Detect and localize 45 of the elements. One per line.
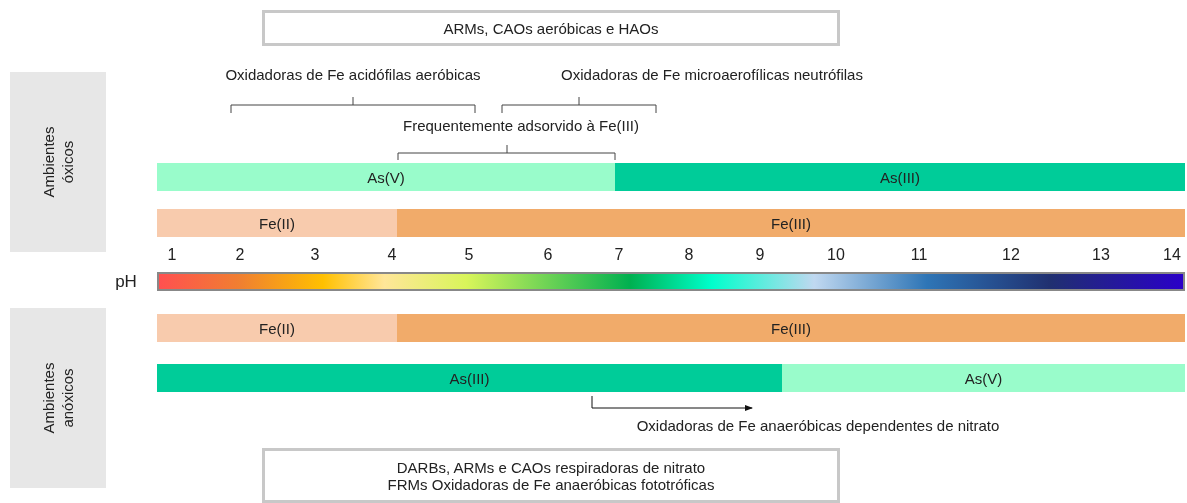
annotation-text: Oxidadoras de Fe anaeróbicas dependentes de nitrato bbox=[636, 417, 1000, 434]
tick-label: 7 bbox=[614, 246, 624, 264]
organism-text: DARBs, ARMs e CAOs respiradoras de nitrato bbox=[396, 458, 706, 476]
tick-label: 14 bbox=[1163, 246, 1181, 264]
species-label: Fe(III) bbox=[771, 214, 811, 232]
tick-label: 5 bbox=[464, 246, 474, 264]
tick-label: 13 bbox=[1092, 246, 1110, 264]
range-bar bbox=[157, 314, 397, 342]
organism-text: ARMs, CAOs aeróbicas e HAOs bbox=[443, 19, 659, 37]
environment-panel bbox=[10, 308, 106, 488]
range-bar bbox=[397, 209, 1185, 237]
tick-label: 2 bbox=[235, 246, 245, 264]
tick-label: 12 bbox=[1002, 246, 1020, 264]
organism-box bbox=[262, 448, 840, 503]
tick-label: 10 bbox=[827, 246, 845, 264]
panel-title: Ambientes óxicos bbox=[39, 125, 77, 200]
tick-label: 6 bbox=[543, 246, 553, 264]
tick-label: 11 bbox=[910, 246, 928, 264]
species-label: As(V) bbox=[367, 168, 405, 186]
species-label: As(III) bbox=[449, 369, 490, 387]
annotation-text: Frequentemente adsorvido à Fe(III) bbox=[403, 117, 639, 134]
range-bar bbox=[157, 163, 615, 191]
range-bar bbox=[397, 314, 1185, 342]
axis-label: pH bbox=[115, 272, 137, 292]
tick-label: 8 bbox=[684, 246, 694, 264]
range-bar bbox=[782, 364, 1185, 392]
species-label: Fe(II) bbox=[259, 214, 295, 232]
species-label: As(III) bbox=[880, 168, 920, 186]
tick-label: 1 bbox=[167, 246, 177, 264]
organism-text: FRMs Oxidadoras de Fe anaeróbicas fototróficas bbox=[387, 475, 715, 493]
group-label: Oxidadoras de Fe acidófilas aeróbicas bbox=[225, 66, 481, 83]
ph-scale-bar bbox=[157, 272, 1185, 291]
range-bar bbox=[615, 163, 1185, 191]
organism-box bbox=[262, 10, 840, 46]
tick-label: 9 bbox=[755, 246, 765, 264]
species-label: Fe(II) bbox=[259, 319, 295, 337]
group-label: Oxidadoras de Fe microaerofílicas neutrófilas bbox=[561, 66, 863, 83]
environment-panel bbox=[10, 72, 106, 252]
range-bar bbox=[157, 364, 782, 392]
species-label: As(V) bbox=[964, 369, 1003, 387]
range-bar bbox=[157, 209, 397, 237]
panel-title: Ambientes anóxicos bbox=[39, 361, 77, 436]
tick-label: 4 bbox=[387, 246, 397, 264]
species-label: Fe(III) bbox=[771, 319, 811, 337]
tick-label: 3 bbox=[310, 246, 320, 264]
